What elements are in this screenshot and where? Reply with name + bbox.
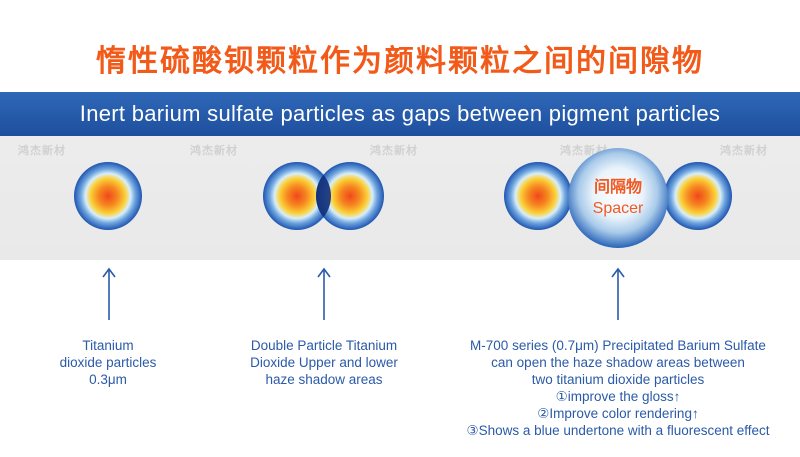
title-band: Inert barium sulfate particles as gaps b… — [0, 92, 800, 136]
caption-line: can open the haze shadow areas between — [491, 355, 745, 370]
watermark: 鸿杰新材 — [370, 144, 418, 157]
tio2-particle-spacer-left — [504, 162, 572, 230]
page-title-cn: 惰性硫酸钡颗粒作为颜料颗粒之间的间隙物 — [96, 44, 704, 79]
tio2-particle-single — [74, 162, 142, 230]
caption-line: ③Shows a blue undertone with a fluoresce… — [466, 423, 770, 438]
caption-line: haze shadow areas — [265, 372, 383, 387]
barium-sulfate-spacer — [568, 148, 668, 248]
caption-double-particle: Double Particle Titanium Dioxide Upper a… — [214, 337, 434, 388]
caption-line: Dioxide Upper and lower — [250, 355, 398, 370]
caption-line: dioxide particles — [59, 355, 157, 370]
arrow-up-icon — [317, 267, 331, 320]
watermark: 鸿杰新材 — [18, 144, 66, 157]
tio2-particle-double-left — [263, 162, 331, 230]
caption-line: Titanium — [82, 338, 134, 353]
particle-diagram: 间隔物 Spacer — [74, 148, 732, 248]
arrow-up-icon — [611, 267, 625, 320]
watermark: 鸿杰新材 — [720, 144, 768, 157]
tio2-particle-spacer-right — [664, 162, 732, 230]
page-title-en: Inert barium sulfate particles as gaps b… — [79, 101, 721, 126]
caption-single-particle: Titanium dioxide particles 0.3μm — [20, 337, 196, 388]
arrow-up-icon — [102, 267, 116, 320]
caption-line: ①improve the gloss↑ — [555, 389, 681, 404]
particle-stage: 鸿杰新材 鸿杰新材 鸿杰新材 鸿杰新材 鸿杰新材 — [0, 136, 800, 260]
caption-spacer-particle: M-700 series (0.7μm) Precipitated Barium… — [440, 337, 796, 439]
tio2-particle-double-right — [316, 162, 384, 230]
caption-line: 0.3μm — [89, 372, 127, 387]
caption-line: Double Particle Titanium — [250, 338, 398, 353]
caption-line: two titanium dioxide particles — [531, 372, 705, 387]
watermark: 鸿杰新材 — [190, 144, 238, 157]
spacer-label-en: Spacer — [593, 200, 644, 217]
spacer-label-cn: 间隔物 — [594, 177, 642, 196]
caption-line: ②Improve color rendering↑ — [537, 406, 699, 421]
caption-line: M-700 series (0.7μm) Precipitated Barium… — [470, 338, 766, 353]
